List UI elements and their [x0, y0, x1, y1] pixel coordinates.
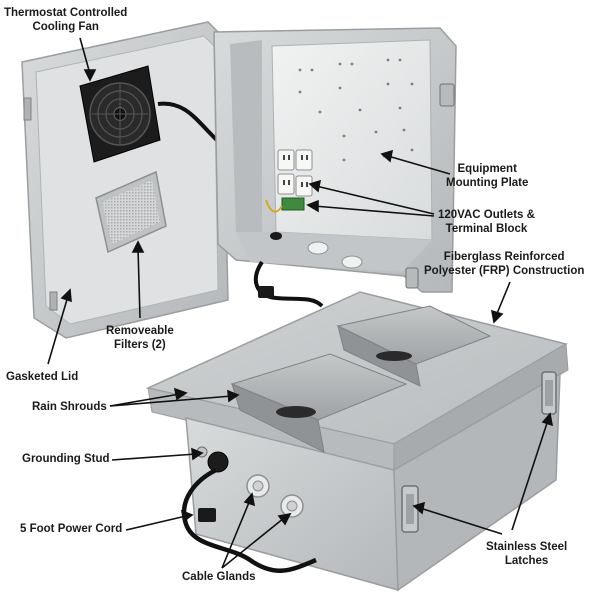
label-rain-shrouds: Rain Shrouds — [32, 401, 107, 413]
door-hinge — [23, 97, 32, 121]
stainless-steel-latch — [401, 485, 419, 533]
open-enclosure — [213, 27, 457, 293]
cord-entry — [270, 232, 282, 240]
knockout-hole — [341, 255, 363, 269]
label-mounting-plate-line1: Equipment — [457, 163, 517, 175]
label-latches: Stainless Steel Latches — [486, 540, 567, 568]
label-outlets-line2: Terminal Block — [445, 223, 528, 235]
door — [21, 21, 264, 339]
label-frp-line2: Polyester (FRP) Construction — [424, 265, 585, 277]
label-filters-line1: Removeable — [106, 325, 174, 337]
label-latches-line2: Latches — [504, 555, 549, 567]
enclosure-side-wall — [230, 40, 262, 244]
ground-wire — [265, 199, 283, 213]
plug-rear — [258, 286, 274, 298]
body-side — [393, 372, 561, 592]
enclosure-floor — [236, 232, 432, 272]
stainless-steel-latch — [541, 371, 557, 415]
label-cooling-fan-line1: Thermostat Controlled — [4, 7, 128, 19]
power-cord-rear — [253, 260, 324, 308]
label-power-cord: 5 Foot Power Cord — [20, 523, 123, 535]
latch — [439, 83, 455, 107]
label-frp: Fiberglass Reinforced Polyester (FRP) Co… — [424, 250, 584, 278]
power-plug — [198, 508, 216, 522]
callout-lines — [47, 37, 554, 569]
latch — [405, 267, 419, 289]
cooling-fan — [79, 65, 161, 163]
gasketed-lid-surface — [35, 35, 219, 325]
label-gasketed-lid: Gasketed Lid — [6, 371, 79, 383]
door-hinge — [49, 291, 58, 311]
terminal-block — [281, 197, 305, 211]
label-mounting-plate-line2: Mounting Plate — [446, 177, 529, 189]
rain-shroud-back — [336, 305, 492, 387]
knockout-hole — [307, 241, 329, 255]
label-frp-line1: Fiberglass Reinforced — [443, 251, 565, 263]
cable-gland — [280, 494, 304, 518]
filter-vent — [95, 170, 167, 254]
label-mounting-plate: Equipment Mounting Plate — [446, 162, 528, 190]
120vac-outlets — [277, 149, 313, 197]
lid-lip-side — [393, 343, 569, 471]
plate-holes — [298, 58, 414, 162]
label-filters: Removeable Filters (2) — [106, 324, 174, 352]
label-cooling-fan: Thermostat Controlled Cooling Fan — [4, 6, 127, 34]
power-cord-gland — [207, 451, 229, 473]
label-outlets-line1: 120VAC Outlets & — [438, 209, 535, 221]
label-cooling-fan-line2: Cooling Fan — [32, 21, 99, 33]
label-filters-line2: Filters (2) — [114, 339, 166, 351]
label-grounding-stud: Grounding Stud — [22, 453, 110, 465]
label-outlets: 120VAC Outlets & Terminal Block — [438, 208, 535, 236]
cable-gland — [246, 474, 270, 498]
rain-shroud-front — [230, 353, 408, 453]
closed-enclosure — [145, 291, 569, 592]
label-cable-glands: Cable Glands — [182, 571, 256, 583]
label-latches-line1: Stainless Steel — [486, 541, 568, 553]
power-cord — [182, 467, 317, 573]
